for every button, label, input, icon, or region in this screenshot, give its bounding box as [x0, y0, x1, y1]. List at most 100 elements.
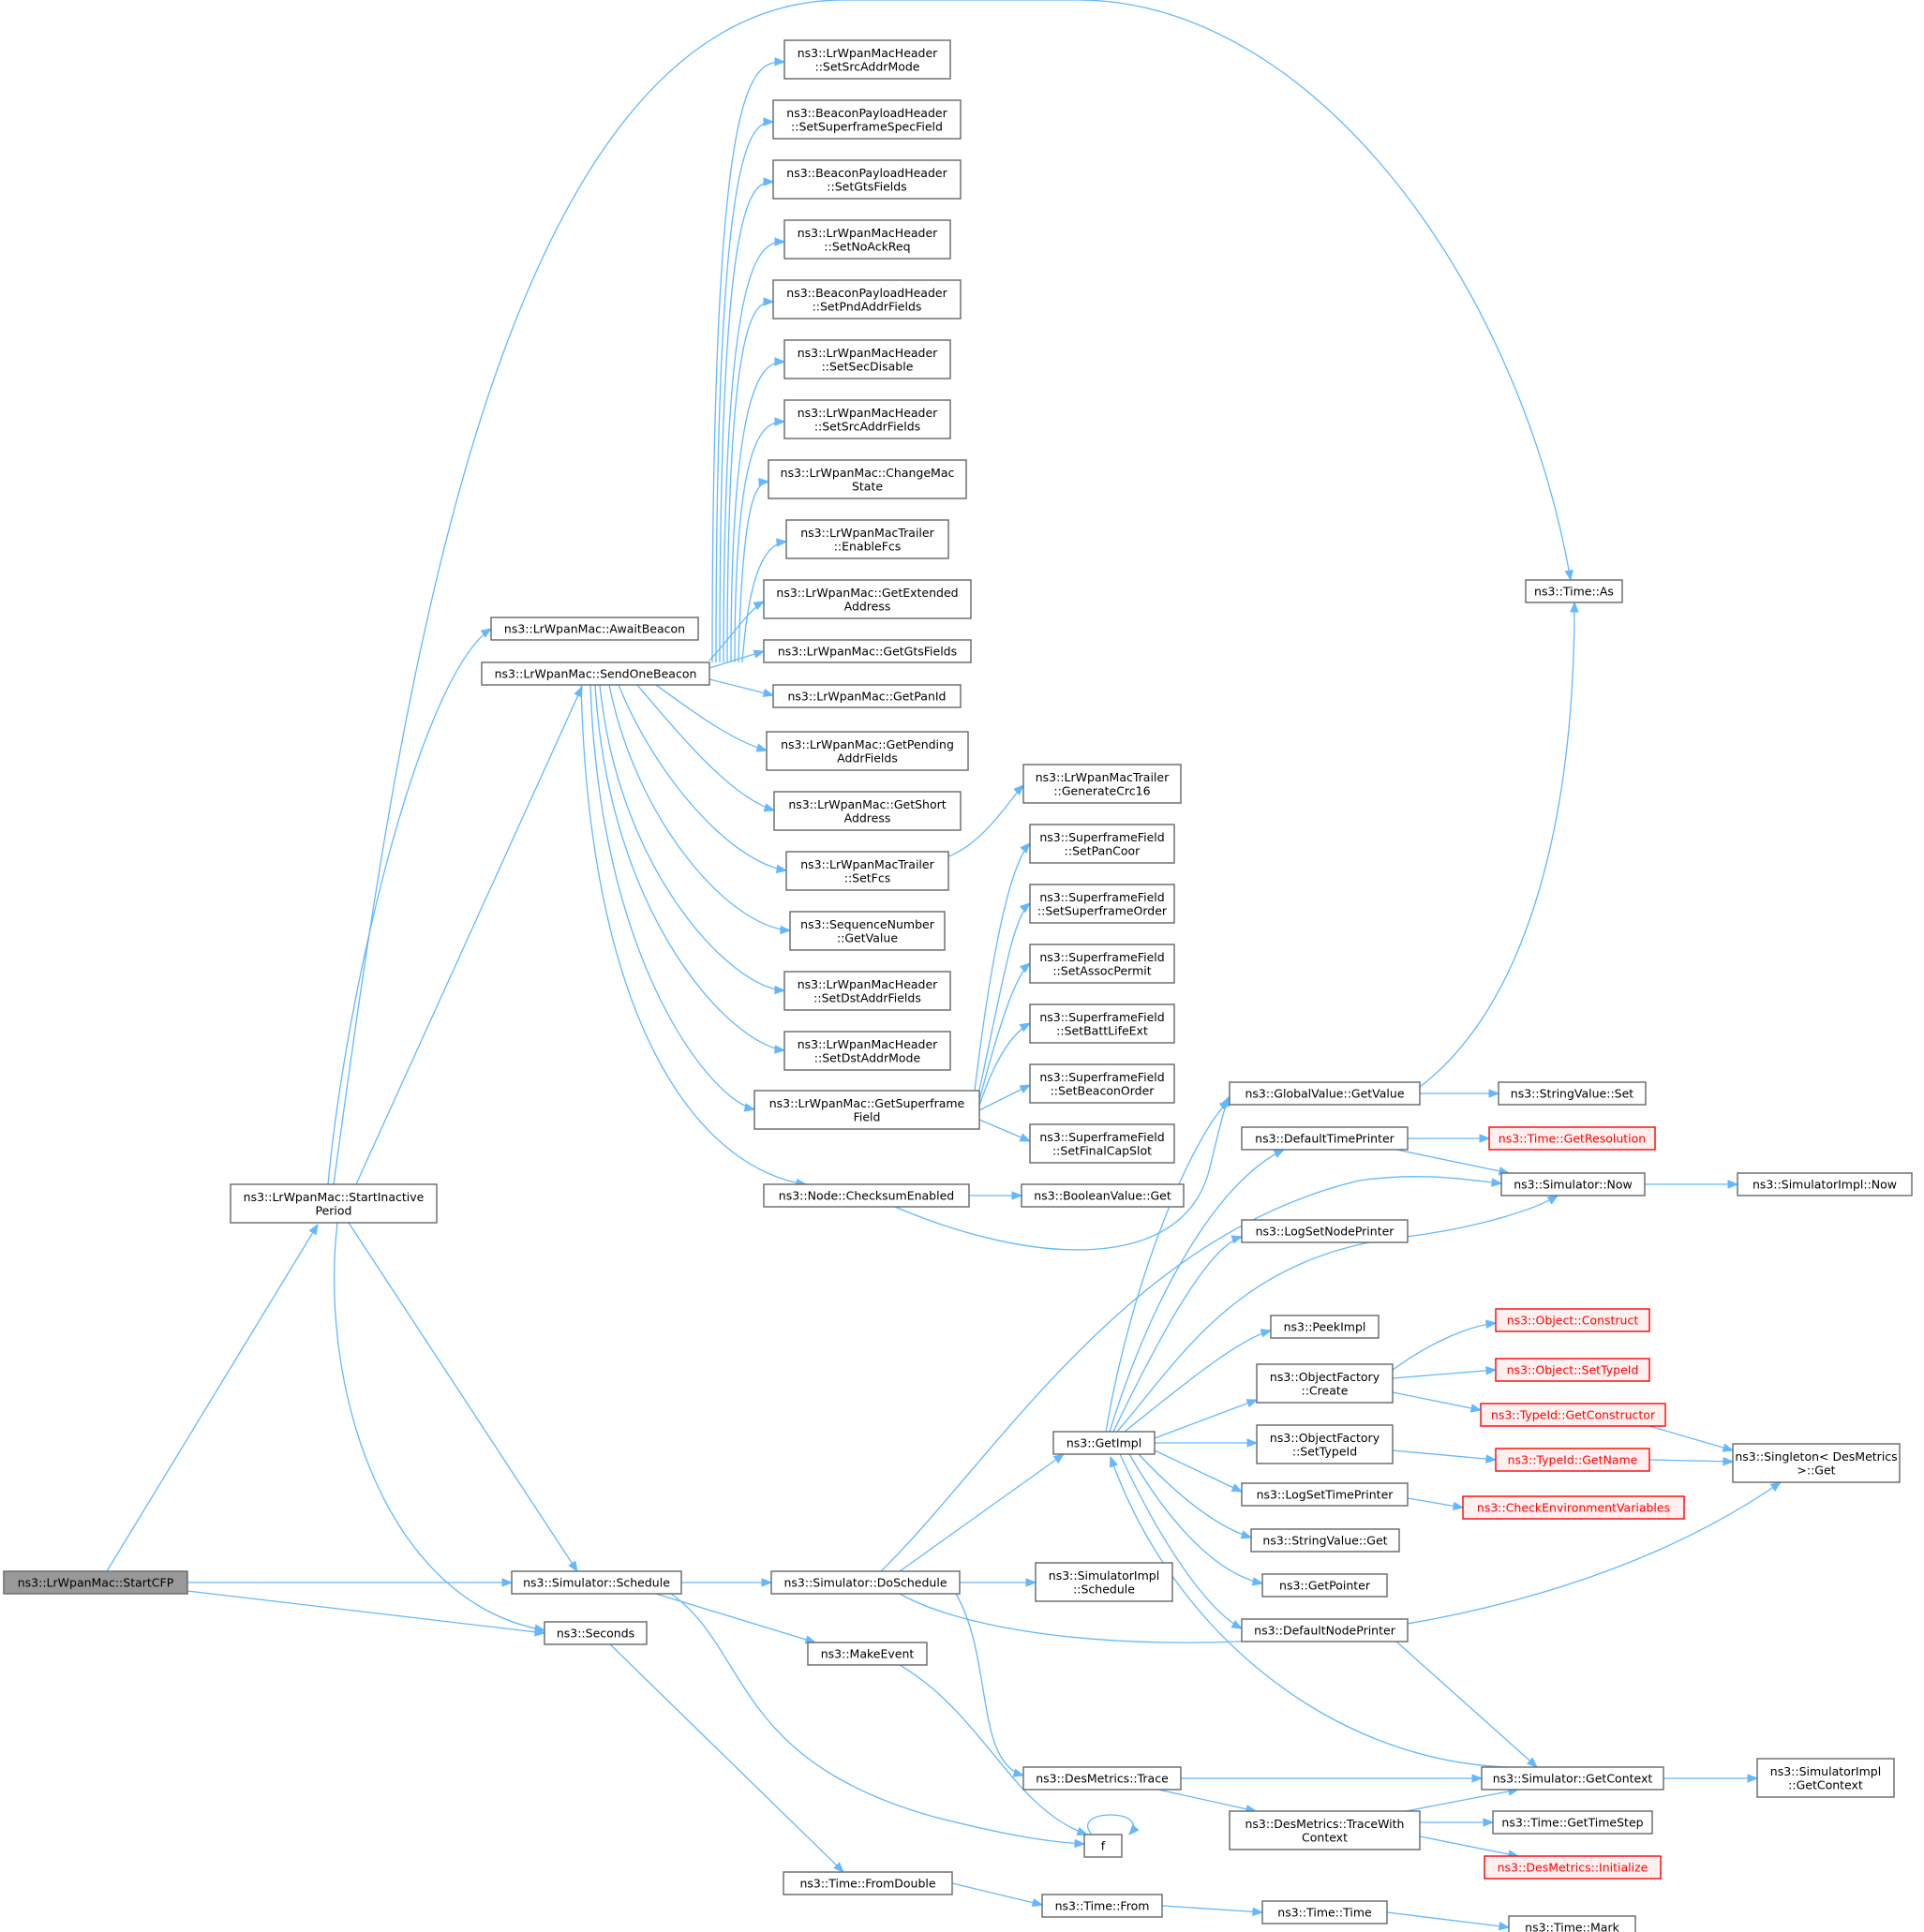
node-objConstruct[interactable]: ns3::Object::Construct — [1495, 1308, 1650, 1332]
node-defaultNodePrinter[interactable]: ns3::DefaultNodePrinter — [1241, 1618, 1409, 1642]
node-implSchedule[interactable]: ns3::SimulatorImpl::Schedule — [1035, 1562, 1173, 1602]
edge-typeIdGetName-to-singletonGet — [1648, 1457, 1735, 1466]
node-setGtsFields[interactable]: ns3::BeaconPayloadHeader::SetGtsFields — [772, 159, 962, 200]
node-sfBeaconOrder[interactable]: ns3::SuperframeField::SetBeaconOrder — [1029, 1063, 1175, 1104]
node-enableFcs[interactable]: ns3::LrWpanMacTrailer::EnableFcs — [785, 519, 949, 559]
arrowhead-icon — [1479, 1134, 1491, 1143]
edge-logSetTimePrinter-to-checkEnv — [1407, 1497, 1465, 1510]
edge-getSuperframe-to-sfPanCoor — [974, 842, 1031, 1092]
node-setFcs[interactable]: ns3::LrWpanMacTrailer::SetFcs — [785, 851, 949, 891]
node-setDstAddrFields[interactable]: ns3::LrWpanMacHeader::SetDstAddrFields — [783, 971, 951, 1011]
node-sfSuperframeOrder[interactable]: ns3::SuperframeField::SetSuperframeOrder — [1029, 884, 1175, 924]
node-doSchedule[interactable]: ns3::Simulator::DoSchedule — [770, 1570, 961, 1595]
edge-globalGetValue-to-stringSet — [1420, 1089, 1500, 1098]
edge-getImpl-to-ofSetTypeId — [1155, 1438, 1259, 1448]
node-seqGetValue[interactable]: ns3::SequenceNumber::GetValue — [789, 911, 946, 951]
node-defaultTimePrinter[interactable]: ns3::DefaultTimePrinter — [1241, 1126, 1409, 1151]
node-logSetNodePrinter[interactable]: ns3::LogSetNodePrinter — [1241, 1219, 1409, 1243]
node-getPanId[interactable]: ns3::LrWpanMac::GetPanId — [772, 684, 962, 708]
node-globalGetValue[interactable]: ns3::GlobalValue::GetValue — [1229, 1081, 1421, 1106]
node-box — [1035, 1562, 1173, 1602]
node-fromDouble[interactable]: ns3::Time::FromDouble — [783, 1871, 953, 1895]
node-label: ns3::BeaconPayloadHeader — [786, 286, 947, 300]
node-getConstructor[interactable]: ns3::TypeId::GetConstructor — [1480, 1403, 1666, 1427]
node-getImpl[interactable]: ns3::GetImpl — [1052, 1431, 1156, 1455]
node-desInitialize[interactable]: ns3::DesMetrics::Initialize — [1484, 1855, 1662, 1880]
node-generateCrc16[interactable]: ns3::LrWpanMacTrailer::GenerateCrc16 — [1022, 764, 1182, 804]
node-logSetTimePrinter[interactable]: ns3::LogSetTimePrinter — [1241, 1482, 1409, 1507]
node-label: ::SetSrcAddrFields — [814, 419, 920, 433]
node-label: ns3::LrWpanMacHeader — [798, 977, 938, 991]
node-makeEvent[interactable]: ns3::MakeEvent — [807, 1642, 928, 1666]
node-ofCreate[interactable]: ns3::ObjectFactory::Create — [1256, 1363, 1394, 1404]
edge-sendOneBeacon-to-getExtAddr — [708, 601, 766, 661]
node-ofSetTypeId[interactable]: ns3::ObjectFactory::SetTypeId — [1256, 1424, 1394, 1464]
node-label: ::SetSrcAddrMode — [814, 59, 919, 73]
node-checkEnv[interactable]: ns3::CheckEnvironmentVariables — [1462, 1495, 1685, 1520]
node-stringSet[interactable]: ns3::StringValue::Set — [1498, 1081, 1647, 1106]
node-box — [1029, 1063, 1175, 1104]
arrowhead-icon — [1471, 1774, 1484, 1783]
node-getResolution[interactable]: ns3::Time::GetResolution — [1488, 1126, 1656, 1151]
edge-sendOneBeacon-to-getGtsFields — [708, 649, 766, 669]
arrowhead-icon — [1747, 1774, 1759, 1783]
node-setSrcAddrFields[interactable]: ns3::LrWpanMacHeader::SetSrcAddrFields — [783, 399, 951, 439]
node-label: ns3::Simulator::Schedule — [523, 1576, 670, 1590]
node-box — [1021, 1183, 1185, 1208]
node-label: ns3::LrWpanMacTrailer — [1036, 770, 1170, 784]
node-checksumEnabled[interactable]: ns3::Node::ChecksumEnabled — [763, 1183, 970, 1208]
node-implGetContext[interactable]: ns3::SimulatorImpl::GetContext — [1756, 1758, 1895, 1798]
node-setSrcAddrMode[interactable]: ns3::LrWpanMacHeader::SetSrcAddrMode — [783, 39, 951, 80]
edge-line — [977, 902, 1031, 1095]
node-f[interactable]: f — [1083, 1834, 1123, 1858]
node-singletonGet[interactable]: ns3::Singleton< DesMetrics >::Get — [1732, 1443, 1901, 1483]
node-typeIdGetName[interactable]: ns3::TypeId::GetName — [1495, 1448, 1650, 1472]
node-setPndAddrFields[interactable]: ns3::BeaconPayloadHeader::SetPndAddrFiel… — [772, 279, 962, 320]
node-peekImpl[interactable]: ns3::PeekImpl — [1270, 1315, 1380, 1339]
node-sfAssocPermit[interactable]: ns3::SuperframeField::SetAssocPermit — [1029, 944, 1175, 984]
node-setNoAckReq[interactable]: ns3::LrWpanMacHeader::SetNoAckReq — [783, 219, 951, 260]
node-label: ns3::LrWpanMacTrailer — [800, 526, 934, 540]
node-implNow[interactable]: ns3::SimulatorImpl::Now — [1737, 1172, 1913, 1196]
node-setSuperframeSpec[interactable]: ns3::BeaconPayloadHeader::SetSuperframeS… — [772, 99, 962, 140]
node-booleanGet[interactable]: ns3::BooleanValue::Get — [1021, 1183, 1185, 1208]
node-seconds[interactable]: ns3::Seconds — [544, 1621, 648, 1645]
node-awaitBeacon[interactable]: ns3::LrWpanMac::AwaitBeacon — [490, 617, 699, 641]
node-timeAs[interactable]: ns3::Time::As — [1525, 579, 1623, 603]
node-simNow[interactable]: ns3::Simulator::Now — [1500, 1172, 1646, 1196]
edge-startInactive-to-sendOneBeacon — [355, 685, 583, 1185]
node-objSetTypeId[interactable]: ns3::Object::SetTypeId — [1495, 1358, 1650, 1382]
arrowhead-icon — [763, 177, 775, 186]
node-sfPanCoor[interactable]: ns3::SuperframeField::SetPanCoor — [1029, 824, 1175, 864]
edge-ofCreate-to-objConstruct — [1392, 1319, 1498, 1371]
node-simSchedule[interactable]: ns3::Simulator::Schedule — [511, 1570, 682, 1595]
node-simGetContext[interactable]: ns3::Simulator::GetContext — [1481, 1766, 1664, 1791]
node-timeMark[interactable]: ns3::Time::Mark — [1508, 1915, 1636, 1932]
node-timeTime[interactable]: ns3::Time::Time — [1261, 1900, 1388, 1925]
node-sfFinalCapSlot[interactable]: ns3::SuperframeField::SetFinalCapSlot — [1029, 1123, 1175, 1164]
node-getGtsFields[interactable]: ns3::LrWpanMac::GetGtsFields — [763, 639, 972, 663]
node-box — [511, 1570, 682, 1595]
node-startCFP[interactable]: ns3::LrWpanMac::StartCFP — [3, 1570, 188, 1595]
node-setDstAddrMode[interactable]: ns3::LrWpanMacHeader::SetDstAddrMode — [783, 1031, 951, 1071]
edge-line — [738, 481, 769, 663]
node-timeFrom[interactable]: ns3::Time::From — [1041, 1894, 1163, 1918]
node-getTimeStep[interactable]: ns3::Time::GetTimeStep — [1492, 1810, 1653, 1835]
node-stringGet[interactable]: ns3::StringValue::Get — [1250, 1528, 1400, 1553]
node-setSecDisable[interactable]: ns3::LrWpanMacHeader::SetSecDisable — [783, 339, 951, 379]
node-sendOneBeacon[interactable]: ns3::LrWpanMac::SendOneBeacon — [481, 661, 710, 686]
edge-line — [1109, 1149, 1285, 1433]
node-desTrace[interactable]: ns3::DesMetrics::Trace — [1022, 1766, 1182, 1791]
edge-getConstructor-to-singletonGet — [1648, 1425, 1735, 1452]
node-getPointer[interactable]: ns3::GetPointer — [1261, 1573, 1388, 1598]
edge-ofCreate-to-objSetTypeId — [1392, 1366, 1498, 1379]
node-box — [1241, 1219, 1409, 1243]
node-sfBattLifeExt[interactable]: ns3::SuperframeField::SetBattLifeExt — [1029, 1003, 1175, 1044]
